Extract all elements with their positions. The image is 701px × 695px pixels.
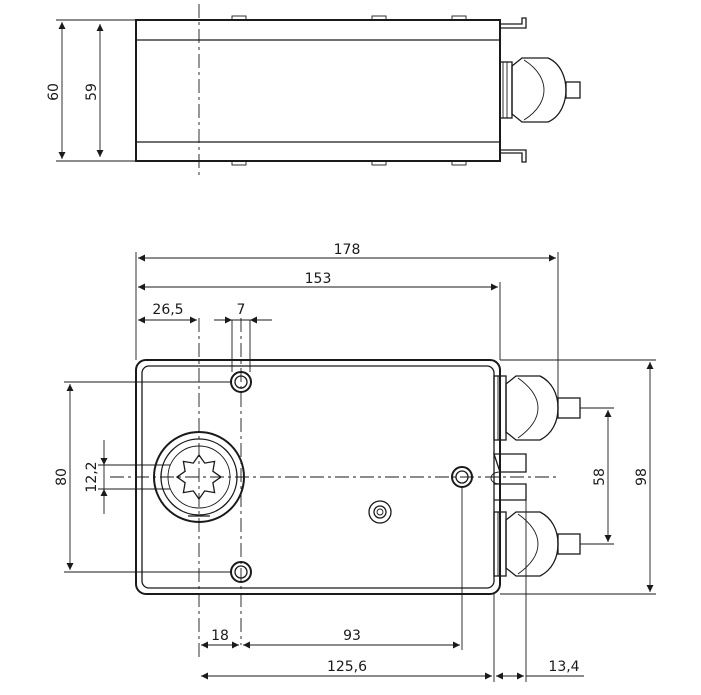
dim-13-4: 13,4: [548, 659, 579, 675]
dim-125-6: 125,6: [327, 659, 367, 675]
top-view-body: [135, 19, 501, 162]
front-view: 178 153 26,5 7 80 12,2 18 93: [54, 242, 656, 682]
middle-bracket: [490, 453, 527, 501]
top-view: 60 59: [46, 4, 581, 178]
dim-93: 93: [343, 628, 361, 644]
cable-gland-lower: [493, 511, 581, 577]
dim-178: 178: [334, 242, 361, 258]
dim-98: 98: [634, 468, 650, 486]
cable-gland-upper: [493, 375, 581, 441]
dim-7: 7: [237, 302, 246, 318]
dim-153: 153: [305, 271, 332, 287]
dim-60: 60: [46, 83, 62, 101]
dim-26-5: 26,5: [152, 302, 183, 318]
dim-18: 18: [211, 628, 229, 644]
dim-80: 80: [54, 468, 70, 486]
dim-12-2: 12,2: [84, 461, 100, 492]
top-view-cable-gland: [499, 57, 581, 123]
adjustment-screw: [368, 500, 392, 524]
dim-59: 59: [84, 83, 100, 101]
dim-58: 58: [592, 468, 608, 486]
